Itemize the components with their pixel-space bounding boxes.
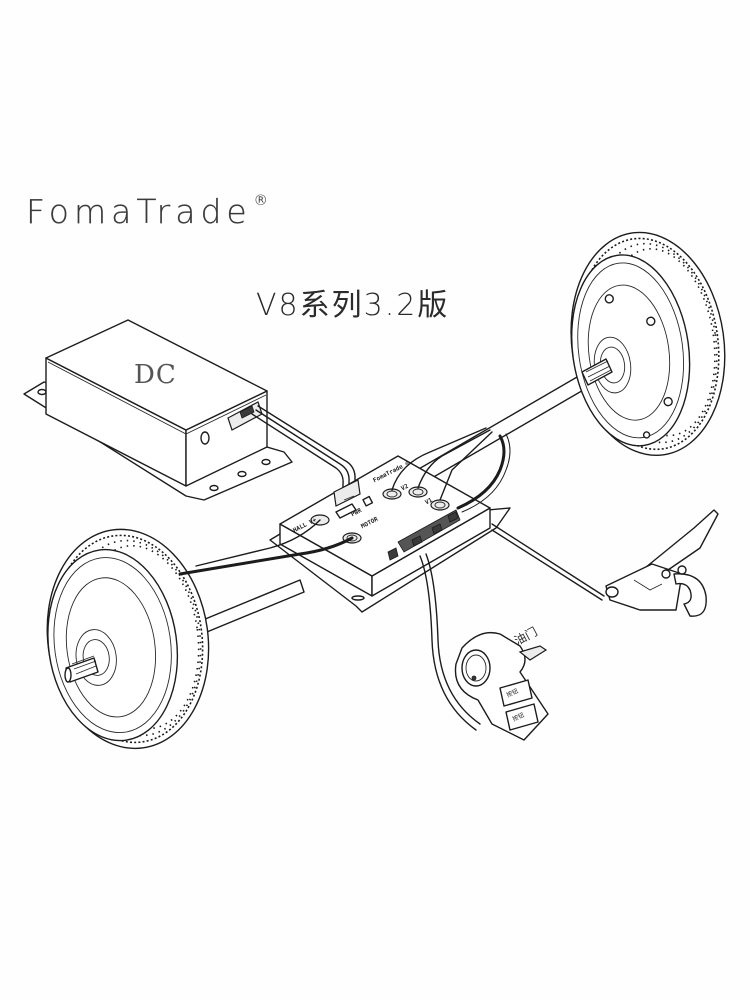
right-wheel-shaft	[581, 358, 613, 386]
dc-box	[23, 319, 293, 501]
board-wires	[178, 427, 605, 731]
left-wheel-shaft	[64, 655, 99, 683]
right-wheel	[570, 231, 726, 456]
controller-board	[269, 455, 511, 613]
version-title: V8系列3.2版	[256, 288, 450, 323]
brand-logo: FomaTrade®	[26, 192, 268, 231]
registered-mark: ®	[253, 193, 268, 209]
left-wheel	[46, 528, 210, 750]
brand-name: FomaTrade	[26, 192, 252, 231]
dc-box-label: DC	[134, 360, 177, 390]
throttle	[454, 631, 549, 741]
brake-lever	[605, 509, 719, 617]
